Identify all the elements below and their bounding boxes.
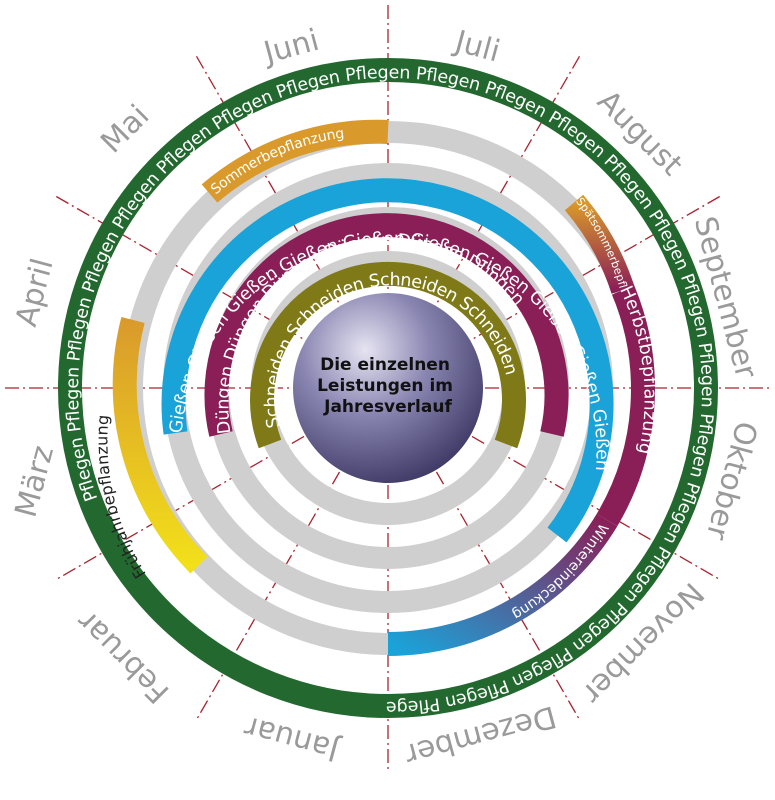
month-april: April bbox=[9, 255, 61, 330]
spaetsommer-segment bbox=[564, 194, 635, 294]
month-januar: Januar bbox=[240, 709, 344, 768]
duengen-segment bbox=[204, 213, 569, 437]
duengen-ring bbox=[204, 207, 569, 569]
month-juli: Juli bbox=[449, 24, 503, 70]
bepflanzung-ring bbox=[112, 119, 655, 656]
center-sphere bbox=[293, 293, 483, 483]
sommer-segment bbox=[201, 119, 389, 203]
month-juni: Juni bbox=[258, 23, 322, 72]
herbst-segment bbox=[596, 285, 655, 527]
schneiden-ring bbox=[250, 251, 526, 525]
center-label-line-1: Die einzelnen bbox=[320, 355, 450, 375]
center-label-line-2: Leistungen im bbox=[317, 376, 453, 396]
month-mai: Mai bbox=[94, 98, 156, 160]
giessen-segment bbox=[161, 178, 614, 543]
center-label-line-3: Jahresverlauf bbox=[323, 397, 452, 417]
fruehjahr-segment bbox=[112, 316, 208, 574]
giessen-ring bbox=[161, 163, 614, 613]
center-label: Die einzelnen Leistungen im Jahresverlau… bbox=[317, 355, 459, 417]
winter-segment bbox=[387, 513, 618, 656]
schneiden-segment bbox=[250, 261, 526, 449]
pflegen-ring bbox=[58, 58, 718, 718]
month-maerz: März bbox=[9, 442, 62, 521]
